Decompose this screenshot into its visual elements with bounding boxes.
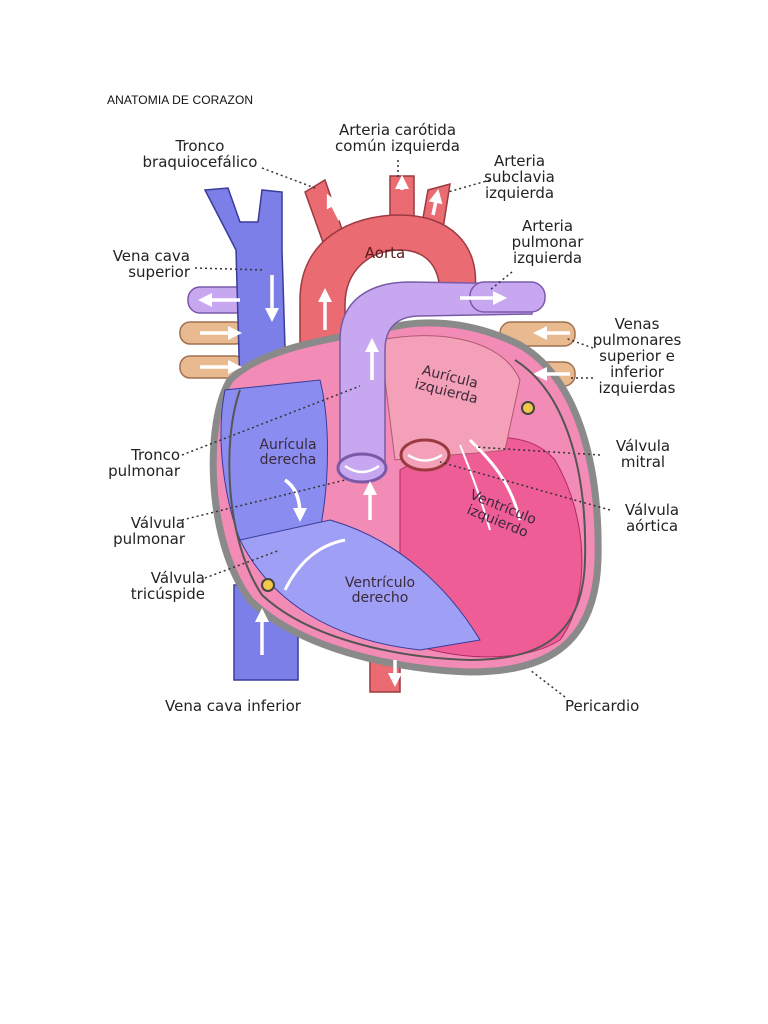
- label-valvula-mitral: Válvula mitral: [603, 438, 683, 470]
- pulmonary-valve-shape: [338, 454, 386, 482]
- label-arteria-carotida: Arteria carótida común izquierda: [325, 122, 470, 154]
- label-aorta: Aorta: [360, 246, 410, 261]
- label-valvula-pulmonar: Válvula pulmonar: [100, 515, 185, 547]
- label-arteria-pulmonar: Arteria pulmonar izquierda: [505, 218, 590, 266]
- label-pericardio: Pericardio: [565, 698, 665, 714]
- label-venas-pulmonares: Venas pulmonares superior e inferior izq…: [592, 316, 682, 396]
- label-vena-cava-inferior: Vena cava inferior: [165, 698, 325, 714]
- label-tronco-braquiocefalico: Tronco braquiocefálico: [135, 138, 265, 170]
- pulmonary-veins-right: [180, 322, 245, 378]
- label-valvula-tricuspide: Válvula tricúspide: [105, 570, 205, 602]
- label-vena-cava-superior: Vena cava superior: [95, 248, 190, 280]
- label-ventriculo-derecho: Ventrículo derecho: [335, 576, 425, 606]
- label-valvula-aortica: Válvula aórtica: [612, 502, 692, 534]
- aortic-valve-shape: [401, 440, 449, 470]
- label-tronco-pulmonar: Tronco pulmonar: [95, 447, 180, 479]
- label-arteria-subclavia: Arteria subclavia izquierda: [482, 153, 557, 201]
- label-auricula-derecha: Aurícula derecha: [248, 438, 328, 468]
